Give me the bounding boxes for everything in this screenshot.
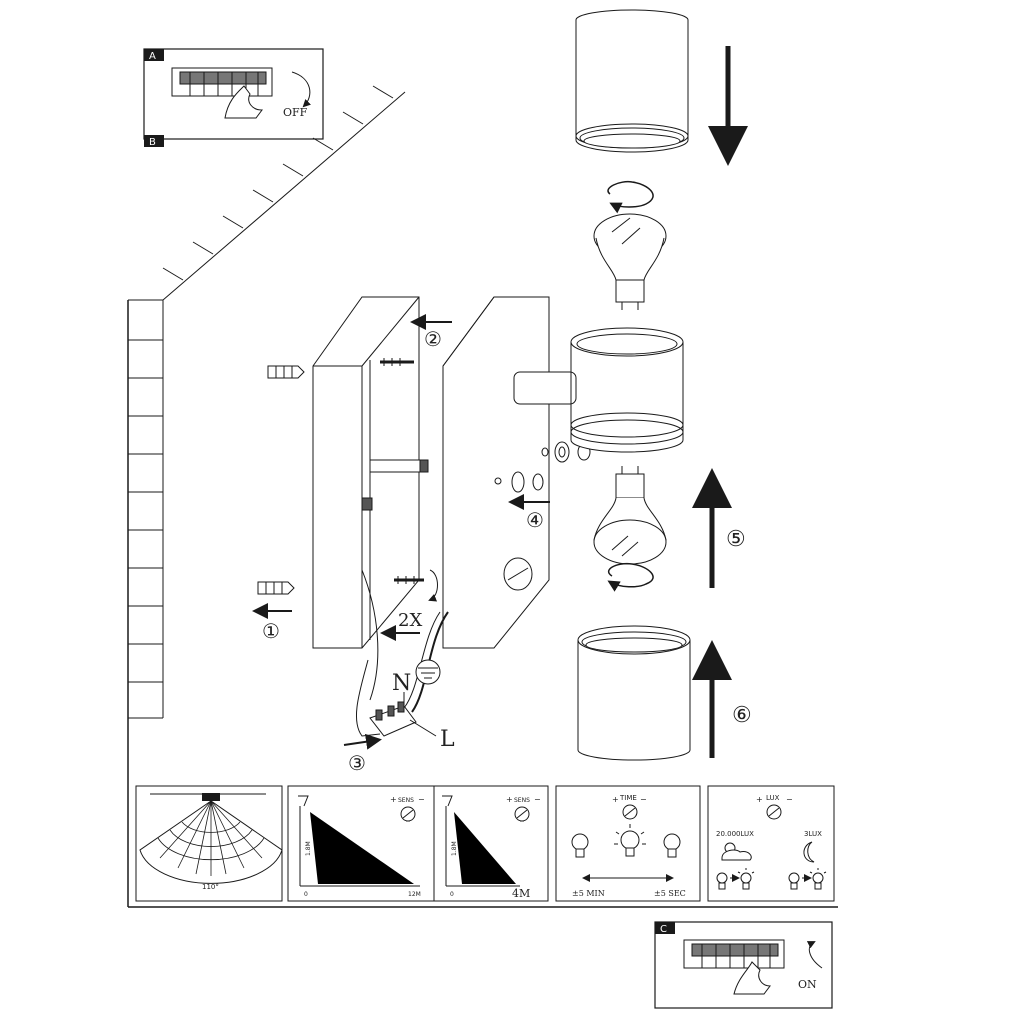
rotate-arrow-icon xyxy=(291,71,312,108)
origin-label-min: 0 xyxy=(450,891,454,898)
lamp-body xyxy=(570,327,684,453)
top-cover xyxy=(575,9,689,153)
panel-c-switch-on: C ON xyxy=(654,921,833,1009)
lux-panel: + LUX − 20.000LUX 3LUX xyxy=(707,785,835,902)
roof-line xyxy=(162,85,406,301)
bulb-night-icons xyxy=(788,868,827,890)
step-1-label: ① xyxy=(262,619,280,643)
time-max-label: ±5 SEC xyxy=(654,889,686,898)
sens-label-max: SENS xyxy=(398,797,414,804)
time-label: TIME xyxy=(619,794,637,802)
screw-count-label: 2X xyxy=(398,610,422,631)
switch-off-label: OFF xyxy=(283,106,308,119)
bottom-bulb-icon xyxy=(593,466,667,565)
origin-label-max: 0 xyxy=(304,891,308,898)
time-plus: + xyxy=(612,795,619,804)
breaker-strip-icon xyxy=(171,67,273,97)
time-minus: − xyxy=(640,795,647,804)
wall-plug-top-icon xyxy=(267,365,305,379)
panel-a-letter: A xyxy=(149,51,156,62)
breaker-strip-on-icon xyxy=(683,939,785,969)
panel-b-letter: B xyxy=(149,137,156,148)
live-label: L xyxy=(440,727,455,752)
lamp-housing xyxy=(442,296,577,649)
moon-icon xyxy=(803,841,815,863)
time-panel: + TIME − ±5 MIN ±5 SEC xyxy=(555,785,701,902)
lux-label: LUX xyxy=(766,794,780,802)
sensitivity-max-panel: 1.8M 0 12M + SENS − xyxy=(287,785,435,902)
wall xyxy=(127,85,838,908)
sens-minus: − xyxy=(418,795,425,804)
detection-angle-panel: 110° xyxy=(135,785,283,902)
switch-on-label: ON xyxy=(798,978,817,991)
bulb-on-icon xyxy=(614,824,646,857)
neutral-label: N xyxy=(392,671,411,696)
bulb-off-right-icon xyxy=(663,833,681,858)
lux-night-label: 3LUX xyxy=(804,830,822,838)
time-min-label: ±5 MIN xyxy=(572,889,605,898)
bottom-cover xyxy=(577,625,691,761)
sens-label-min: SENS xyxy=(514,797,530,804)
lux-day-label: 20.000LUX xyxy=(716,830,754,838)
rotate-bottom-bulb-icon xyxy=(607,562,654,592)
step-5-label: ⑤ xyxy=(726,527,746,552)
earth-icon xyxy=(415,659,441,685)
wall-plug-bottom-icon xyxy=(257,581,295,595)
range-max-label: 12M xyxy=(408,891,421,898)
top-bulb-icon xyxy=(593,213,667,310)
gasket-icon xyxy=(554,441,591,463)
screw-bottom-icon xyxy=(394,576,424,584)
height-label-min: 1.8M xyxy=(451,841,458,856)
sensitivity-min-panel: 1.8M 0 4M + SENS − xyxy=(433,785,549,902)
sens-plus-2: + xyxy=(506,795,513,804)
sens-dial-icon xyxy=(400,806,416,822)
sun-cloud-icon xyxy=(721,842,752,861)
sens-plus: + xyxy=(390,795,397,804)
arrow-step-3 xyxy=(343,733,382,750)
panel-c-letter: C xyxy=(660,924,667,935)
screw-top-icon xyxy=(380,358,414,366)
step-2-label: ② xyxy=(424,327,442,351)
bulb-off-left-icon xyxy=(571,833,589,858)
step-4-label: ④ xyxy=(526,508,544,532)
lux-minus: − xyxy=(786,795,793,804)
step-3-label: ③ xyxy=(348,751,366,775)
lux-plus: + xyxy=(756,795,763,804)
lux-dial-icon xyxy=(766,804,782,820)
height-label-max: 1.8M xyxy=(305,841,312,856)
hand-icon xyxy=(224,85,263,119)
time-dial-icon xyxy=(622,804,638,820)
panel-a-switch-off: A B OFF xyxy=(143,48,324,148)
range-min-label: 4M xyxy=(512,887,530,900)
bulb-day-icons xyxy=(716,868,755,890)
mounting-plate xyxy=(312,296,429,701)
sens-minus-2: − xyxy=(534,795,541,804)
terminal-block-icon xyxy=(369,701,417,737)
screwdriver-rotate-icon xyxy=(428,569,438,602)
rotate-top-bulb-icon xyxy=(607,180,654,214)
hand-on-icon xyxy=(733,961,771,995)
step-6-label: ⑥ xyxy=(732,703,752,728)
rotate-on-arrow-icon xyxy=(806,941,823,969)
sens-dial-min-icon xyxy=(514,806,530,822)
detection-angle-label: 110° xyxy=(202,883,219,891)
